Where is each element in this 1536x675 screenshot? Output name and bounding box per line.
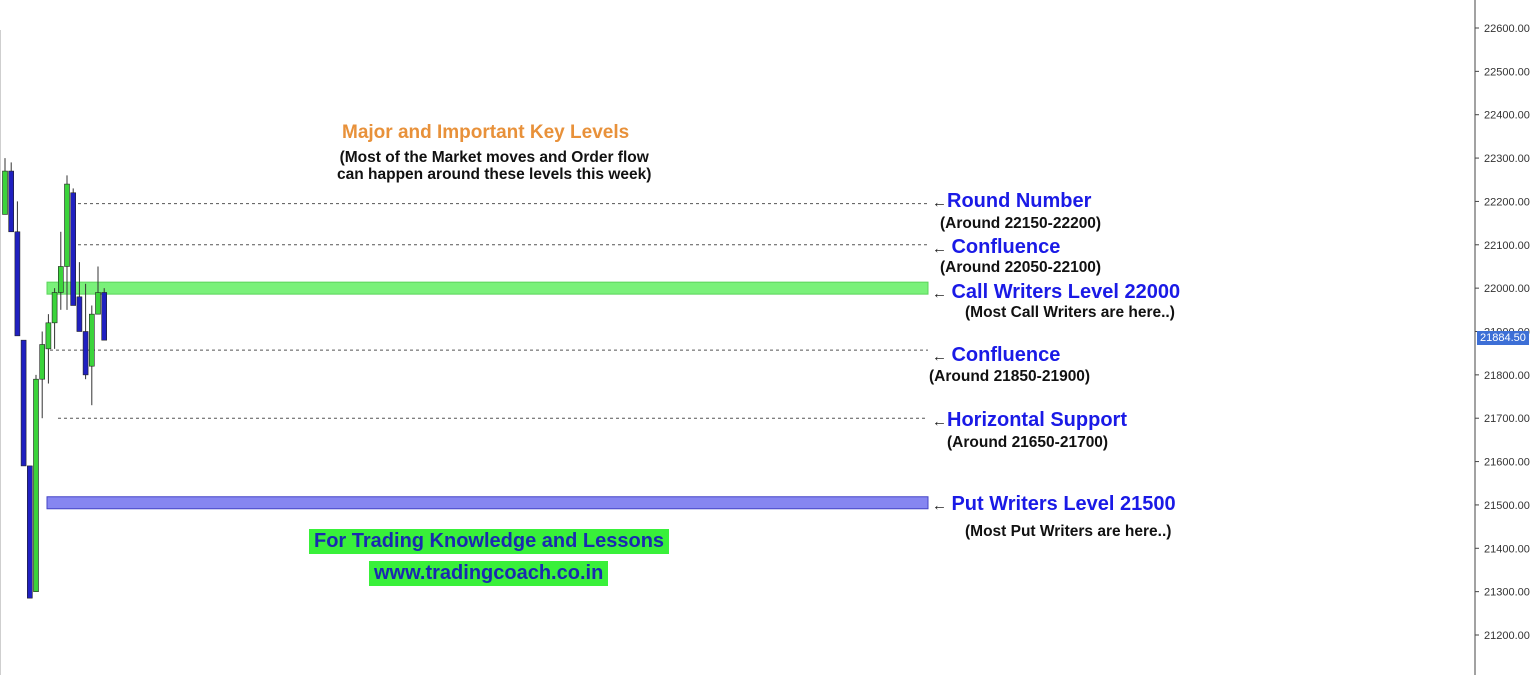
candle-body — [57, 266, 64, 293]
chart-subtitle: (Most of the Market moves and Order flow… — [337, 149, 651, 183]
level-heading: Round Number — [947, 190, 1092, 212]
candle-body — [26, 465, 33, 599]
candle-body — [82, 331, 89, 376]
promo-website-link[interactable]: www.tradingcoach.co.in — [369, 561, 609, 586]
price-axis-tick-label: 22100.00 — [1484, 240, 1530, 252]
key-level-band — [46, 496, 929, 510]
arrow-icon: ← — [932, 194, 947, 211]
arrow-icon: ← — [932, 413, 947, 430]
level-confluence-lower-range: (Around 21850-21900) — [929, 368, 1091, 385]
price-axis-tick-label: 22300.00 — [1484, 153, 1530, 165]
price-axis-tick-label: 21700.00 — [1484, 413, 1530, 425]
candle-body — [2, 170, 8, 215]
subtitle-line-1: (Most of the Market moves and Order flow — [339, 149, 649, 166]
price-axis-tick-label: 22500.00 — [1484, 66, 1530, 78]
arrow-icon: ← — [932, 240, 947, 257]
price-axis-tick-label: 21400.00 — [1484, 543, 1530, 555]
arrow-icon: ← — [932, 497, 947, 514]
price-axis-tick-label: 22200.00 — [1484, 196, 1530, 208]
candle-body — [76, 296, 83, 332]
level-confluence-lower: ← Confluence — [932, 344, 1060, 367]
price-axis-tick-label: 22400.00 — [1484, 110, 1530, 122]
price-axis-tick-label: 21300.00 — [1484, 587, 1530, 599]
candle-body — [39, 344, 46, 380]
level-put-writers-note: (Most Put Writers are here..) — [965, 523, 1172, 540]
candle-body — [101, 292, 107, 341]
arrow-icon: ← — [932, 348, 947, 365]
price-axis-tick-label: 22600.00 — [1484, 23, 1530, 35]
candle-body — [20, 339, 27, 467]
price-axis-tick-label: 21600.00 — [1484, 457, 1530, 469]
candle-body — [51, 292, 58, 324]
level-call-writers: ← Call Writers Level 22000 — [932, 281, 1180, 304]
candles-layer — [2, 158, 107, 599]
chart-title: Major and Important Key Levels — [342, 122, 630, 143]
candle-body — [95, 292, 101, 315]
subtitle-line-2: can happen around these levels this week… — [337, 166, 652, 183]
arrow-icon: ← — [932, 285, 947, 302]
level-confluence-upper: ← Confluence — [932, 236, 1060, 259]
level-horizontal-support-range: (Around 21650-21700) — [947, 434, 1109, 451]
level-heading: Confluence — [951, 236, 1061, 258]
candle-body — [64, 183, 70, 267]
promo-line-1: For Trading Knowledge and Lessons — [309, 529, 670, 554]
key-level-band — [46, 281, 929, 295]
level-horizontal-support: ←Horizontal Support — [932, 409, 1127, 432]
level-round-number: ←Round Number — [932, 190, 1091, 213]
candle-body — [8, 170, 14, 233]
level-round-number-range: (Around 22150-22200) — [940, 215, 1102, 232]
candle-body — [33, 378, 39, 592]
price-axis-tick-label: 21800.00 — [1484, 370, 1530, 382]
price-axis-tick-label: 21500.00 — [1484, 500, 1530, 512]
candle-body — [45, 322, 52, 350]
candle-body — [14, 231, 21, 337]
level-confluence-upper-range: (Around 22050-22100) — [940, 259, 1102, 276]
level-heading: Confluence — [951, 344, 1061, 366]
level-heading: Horizontal Support — [947, 409, 1127, 431]
key-levels-layer — [46, 203, 929, 510]
level-heading: Put Writers Level 21500 — [951, 493, 1176, 515]
current-price-tag: 21884.50 — [1477, 331, 1529, 345]
price-axis-tick-label: 22000.00 — [1484, 283, 1530, 295]
candle-body — [89, 313, 95, 367]
level-heading: Call Writers Level 22000 — [951, 281, 1181, 303]
level-put-writers: ← Put Writers Level 21500 — [932, 493, 1176, 516]
price-axis-tick-label: 21200.00 — [1484, 630, 1530, 642]
candle-body — [70, 192, 76, 306]
level-call-writers-note: (Most Call Writers are here..) — [965, 304, 1175, 321]
